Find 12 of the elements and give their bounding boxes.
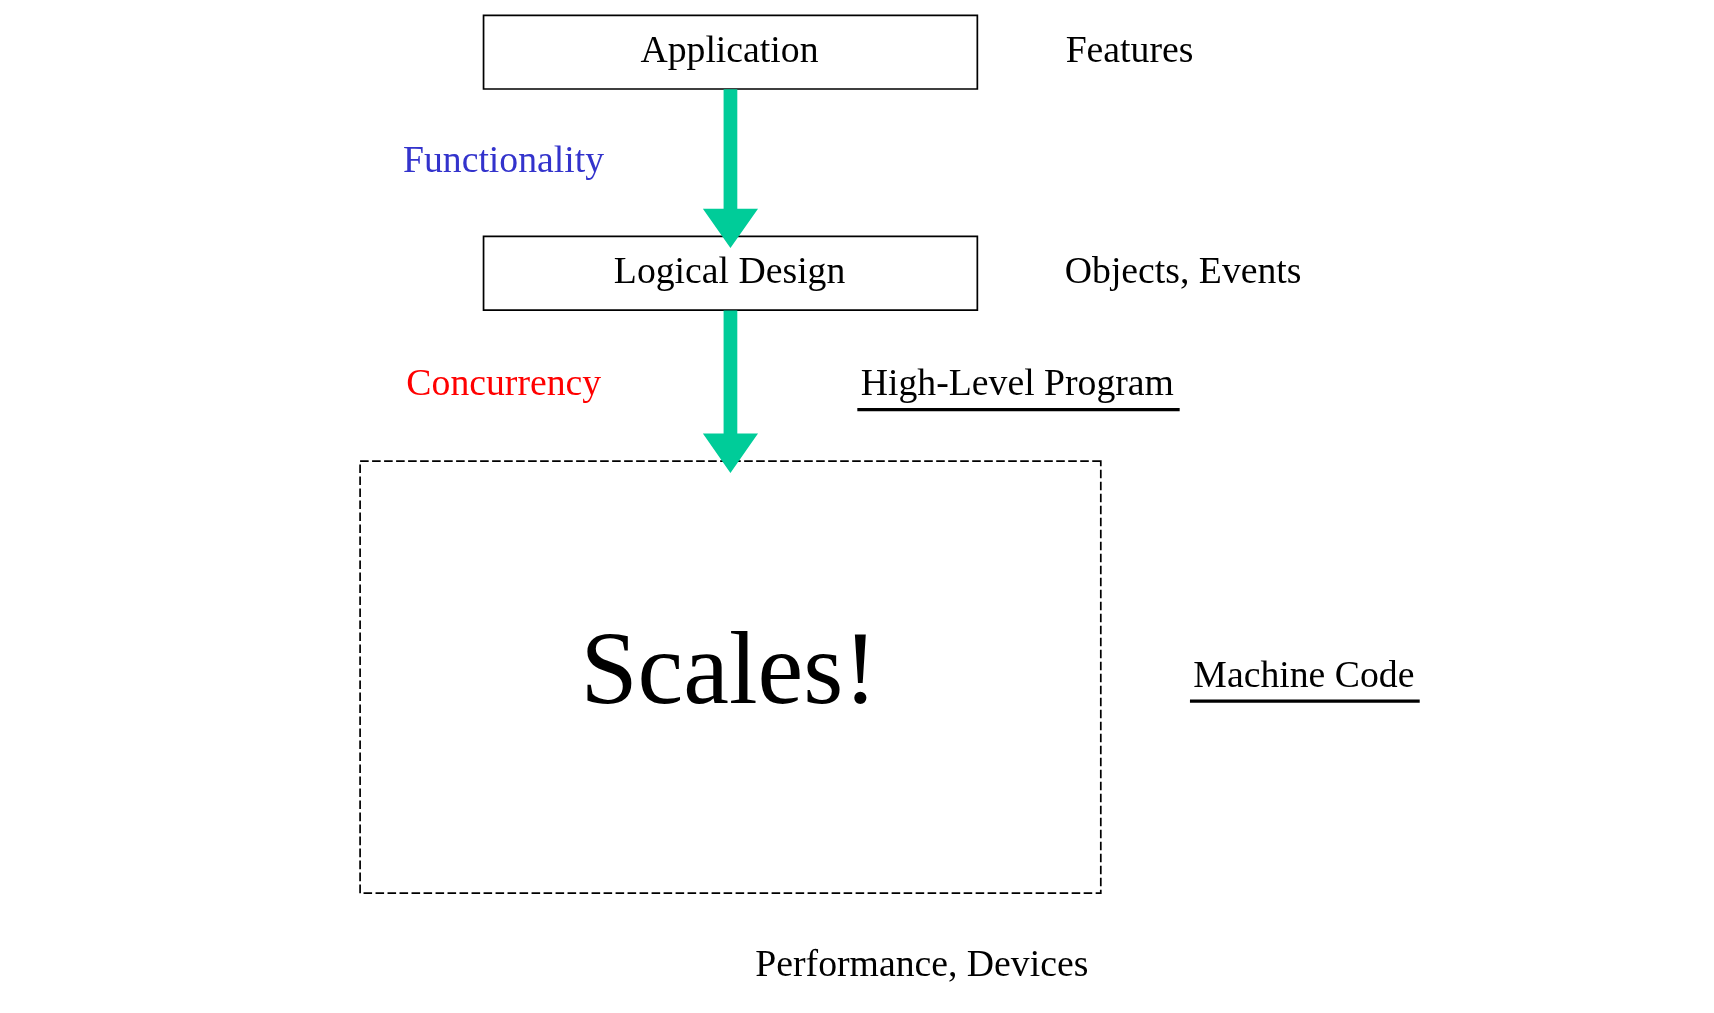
arrow bbox=[702, 310, 759, 473]
node-box: Logical Design bbox=[482, 235, 979, 312]
arrow bbox=[702, 89, 759, 249]
label: Features bbox=[1065, 27, 1194, 70]
label: Concurrency bbox=[406, 361, 602, 404]
label: Machine Code bbox=[1193, 652, 1415, 695]
node-box: Scales! bbox=[359, 460, 1102, 894]
label: High-Level Program bbox=[860, 361, 1174, 404]
label: Performance, Devices bbox=[755, 942, 1089, 985]
label: Objects, Events bbox=[1064, 248, 1302, 291]
node-box: Application bbox=[482, 14, 979, 90]
label: Functionality bbox=[402, 138, 605, 181]
